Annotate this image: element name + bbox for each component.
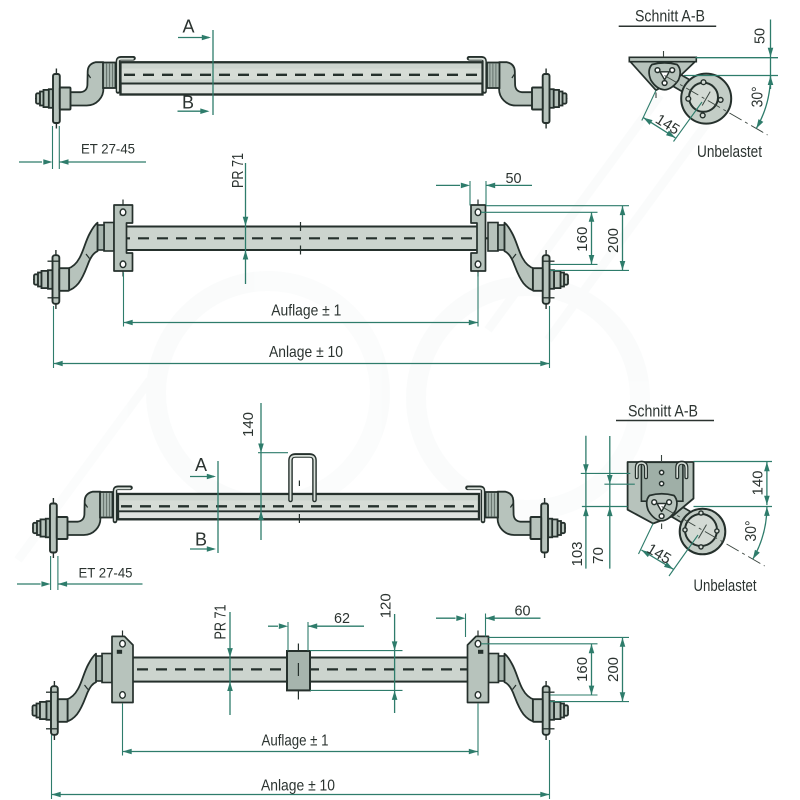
svg-text:160: 160 xyxy=(574,657,591,682)
svg-text:50: 50 xyxy=(506,170,522,187)
svg-text:B: B xyxy=(195,530,207,550)
svg-text:30°: 30° xyxy=(750,86,767,107)
svg-text:Anlage ± 10: Anlage ± 10 xyxy=(261,777,335,794)
svg-text:A: A xyxy=(195,455,207,475)
svg-text:ET 27-45: ET 27-45 xyxy=(79,565,133,581)
svg-text:50: 50 xyxy=(752,28,769,44)
svg-text:103: 103 xyxy=(569,542,586,567)
svg-text:60: 60 xyxy=(515,602,531,619)
svg-text:B: B xyxy=(182,93,194,113)
svg-text:A: A xyxy=(182,17,194,37)
svg-text:Unbelastet: Unbelastet xyxy=(694,576,757,595)
svg-text:70: 70 xyxy=(590,547,607,564)
svg-text:140: 140 xyxy=(749,471,766,496)
svg-text:Auflage ± 1: Auflage ± 1 xyxy=(271,303,341,320)
svg-text:160: 160 xyxy=(574,227,591,252)
svg-text:PR 71: PR 71 xyxy=(213,604,230,639)
svg-text:200: 200 xyxy=(605,228,622,253)
svg-text:PR 71: PR 71 xyxy=(230,153,247,188)
svg-text:Unbelastet: Unbelastet xyxy=(697,142,762,161)
svg-text:ET 27-45: ET 27-45 xyxy=(81,141,135,157)
svg-text:Anlage ± 10: Anlage ± 10 xyxy=(269,344,343,361)
svg-text:Auflage ± 1: Auflage ± 1 xyxy=(262,733,329,750)
svg-text:200: 200 xyxy=(605,657,622,682)
svg-text:Schnitt A-B: Schnitt A-B xyxy=(628,402,698,421)
svg-text:30°: 30° xyxy=(743,521,760,542)
svg-text:Schnitt A-B: Schnitt A-B xyxy=(635,7,705,26)
svg-text:62: 62 xyxy=(334,610,350,627)
svg-text:120: 120 xyxy=(378,593,395,618)
svg-text:140: 140 xyxy=(240,412,257,437)
